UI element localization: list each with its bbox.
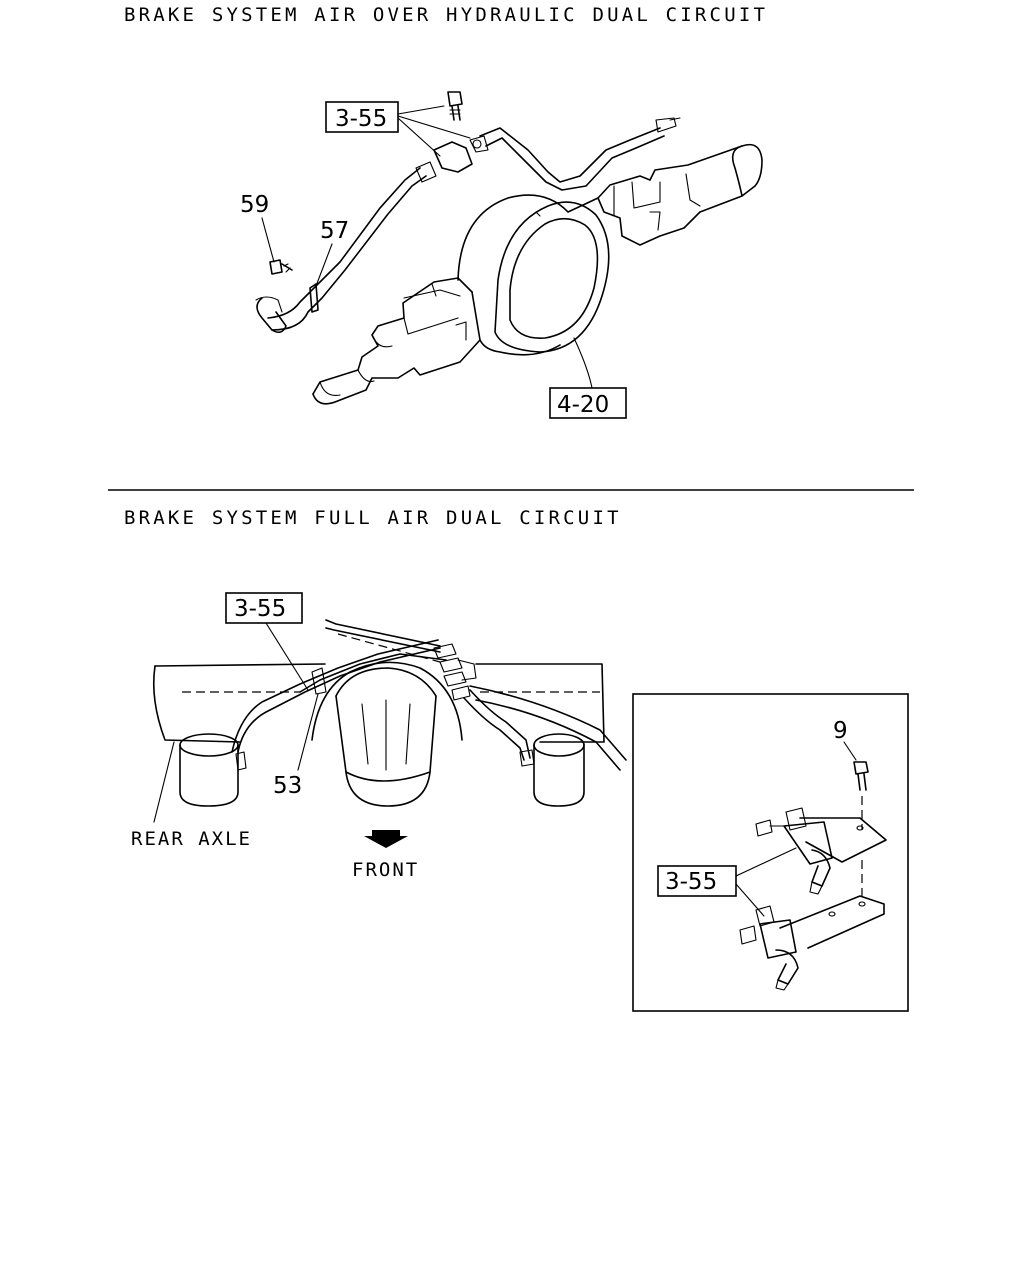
- callout-53: 53: [273, 773, 302, 799]
- callout-59: 59: [240, 192, 269, 218]
- callout-355-bottom: 3-55: [234, 596, 286, 622]
- detail-inset-frame: [632, 693, 909, 1012]
- rear-axle-label: REAR AXLE: [131, 828, 252, 850]
- rear-axle-housing-drawing: [312, 143, 763, 405]
- callout-57: 57: [320, 218, 349, 244]
- callout-box-355-bottom: [225, 592, 303, 624]
- callout-box-355-inset: [657, 865, 737, 897]
- valve-detail-drawing: 9: [739, 718, 887, 991]
- front-label: FRONT: [352, 859, 419, 881]
- rear-axle-full-air-drawing: [152, 619, 627, 807]
- section-title-full-air: BRAKE SYSTEM FULL AIR DUAL CIRCUIT: [124, 507, 622, 529]
- callout-355-top: 3-55: [335, 106, 387, 132]
- callout-420: 4-20: [557, 392, 609, 418]
- callout-9: 9: [833, 718, 848, 744]
- section-title-air-over-hydraulic: BRAKE SYSTEM AIR OVER HYDRAULIC DUAL CIR…: [124, 4, 769, 26]
- front-arrow-icon: [364, 830, 408, 848]
- brake-pipe-top: [255, 91, 681, 334]
- callout-box-355-top: [325, 101, 399, 133]
- callout-355-inset: 3-55: [665, 869, 717, 895]
- callout-box-420: [549, 387, 627, 419]
